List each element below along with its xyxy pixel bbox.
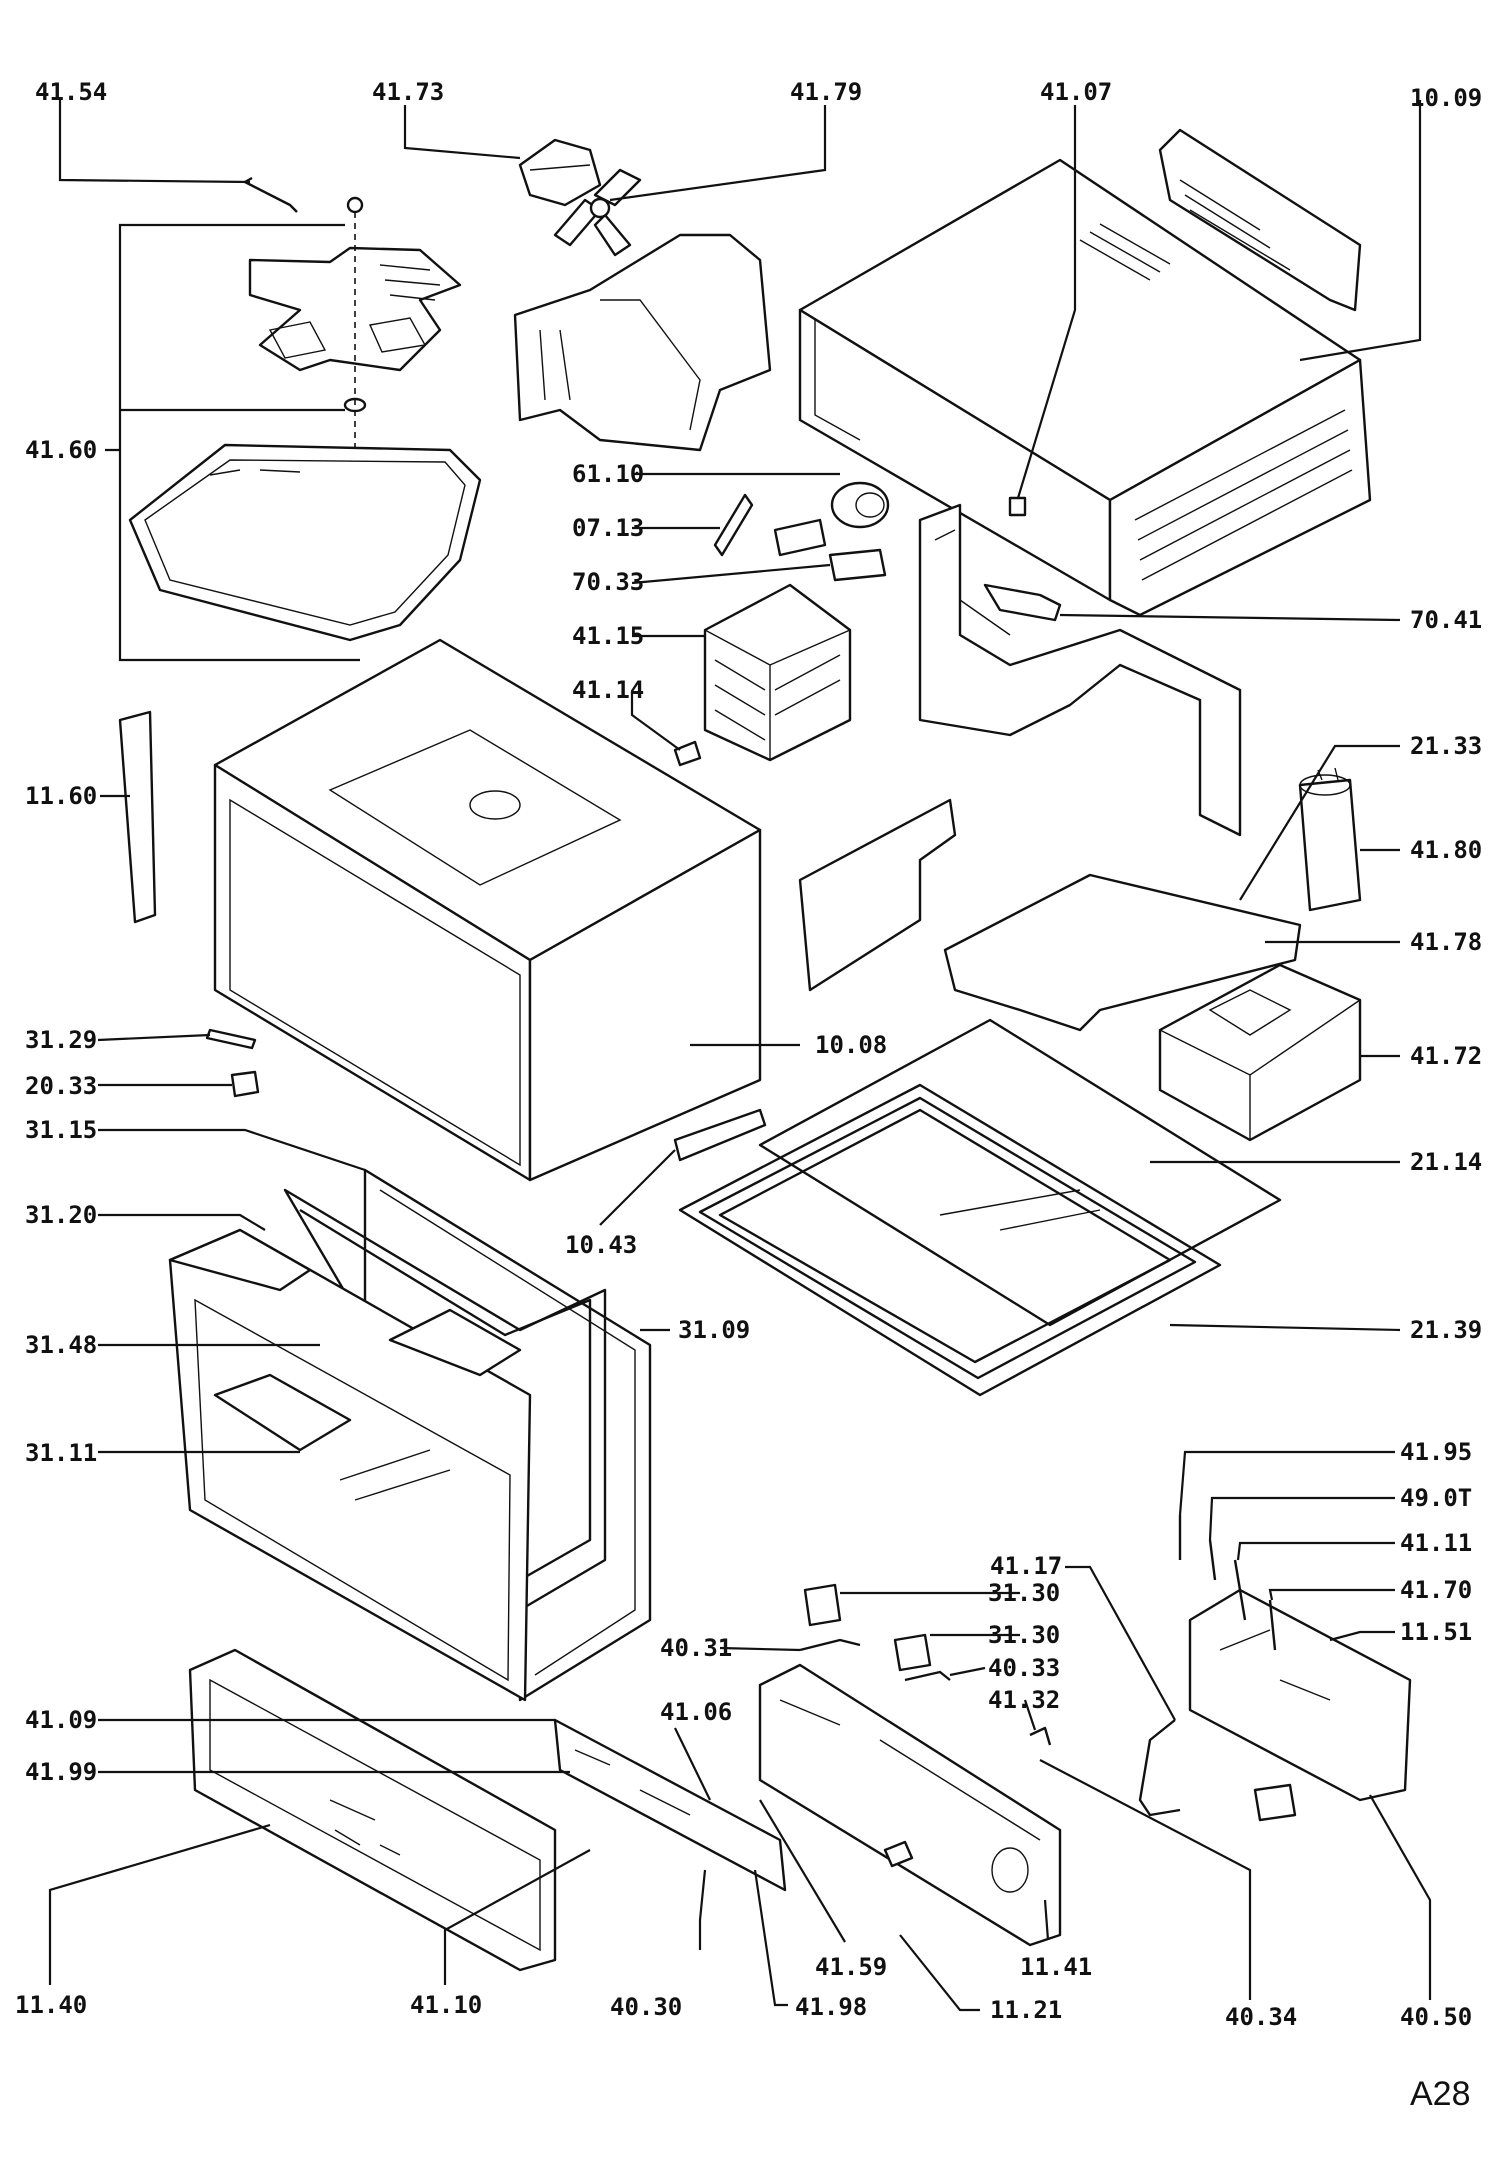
- callout-label-41-79: 41.79: [790, 78, 862, 106]
- callout-label-07-13: 07.13: [572, 514, 644, 542]
- callout-label-70-33: 70.33: [572, 568, 644, 596]
- part-41-60-turntable-assembly: [128, 196, 482, 642]
- callout-label-10-08: 10.08: [815, 1031, 887, 1059]
- callout-label-31-48: 31.48: [25, 1331, 97, 1359]
- callout-label-49-07: 49.0T: [1400, 1484, 1472, 1512]
- part-labels: 41.54 41.73 41.79 41.07 10.09 41.60 61.10 07.13…: [15, 78, 1482, 2031]
- part-40-31-wire: [799, 1638, 861, 1652]
- callout-label-31-09: 31.09: [678, 1316, 750, 1344]
- callout-label-31-30b: 31.30: [988, 1621, 1060, 1649]
- callout-label-11-40: 11.40: [15, 1991, 87, 2019]
- callout-label-41-10: 41.10: [410, 1991, 482, 2019]
- part-11-41-chassis: [758, 1663, 1062, 1947]
- callout-label-11-60: 11.60: [25, 782, 97, 810]
- callout-label-41-11: 41.11: [1400, 1529, 1472, 1557]
- callout-label-40-34: 40.34: [1225, 2003, 1297, 2031]
- part-49-07-fuse: [1208, 1539, 1217, 1581]
- part-air-duct: [513, 233, 772, 452]
- part-11-60-side-strip: [118, 710, 157, 924]
- callout-label-40-50: 40.50: [1400, 2003, 1472, 2031]
- callout-label-40-30: 40.30: [610, 1993, 682, 2021]
- callout-label-21-14: 21.14: [1410, 1148, 1482, 1176]
- part-31-30-switch-b: [893, 1633, 932, 1672]
- callout-label-10-09: 10.09: [1410, 84, 1482, 112]
- callout-label-31-30a: 31.30: [988, 1579, 1060, 1607]
- part-31-30-switch-a: [803, 1583, 842, 1627]
- callout-label-41-32: 41.32: [988, 1686, 1060, 1714]
- callout-label-41-09: 41.09: [25, 1706, 97, 1734]
- part-41-07-switch: [1008, 496, 1027, 517]
- leader-lines: [48, 100, 1432, 2012]
- part-11-51-board: [1188, 1588, 1412, 1802]
- callout-label-41-54: 41.54: [35, 78, 107, 106]
- part-41-32-clip: [1029, 1726, 1052, 1746]
- callout-label-11-51: 11.51: [1400, 1618, 1472, 1646]
- callout-label-31-15: 31.15: [25, 1116, 97, 1144]
- callout-label-10-43: 10.43: [565, 1231, 637, 1259]
- callout-label-41-07: 41.07: [1040, 78, 1112, 106]
- callout-label-70-41: 70.41: [1410, 606, 1482, 634]
- part-41-79-fan-blade: [553, 168, 642, 257]
- callout-label-41-06: 41.06: [660, 1698, 732, 1726]
- part-20-33-block: [230, 1070, 260, 1098]
- part-41-73-fan-motor: [518, 138, 602, 207]
- callout-label-41-14: 41.14: [572, 676, 644, 704]
- callout-label-40-31: 40.31: [660, 1634, 732, 1662]
- callout-label-11-41: 11.41: [1020, 1953, 1092, 1981]
- callout-label-41-72: 41.72: [1410, 1042, 1482, 1070]
- callout-label-11-21: 11.21: [990, 1996, 1062, 2024]
- part-31-29-bar: [205, 1028, 257, 1050]
- part-10-43-channel: [673, 1108, 767, 1162]
- callout-label-41-99: 41.99: [25, 1758, 97, 1786]
- part-10-09-back-panel: [1158, 128, 1362, 312]
- callout-label-20-33: 20.33: [25, 1072, 97, 1100]
- callout-label-31-20: 31.20: [25, 1201, 97, 1229]
- part-10-08-oven-cavity: [213, 638, 762, 1182]
- part-41-72-transformer: [1158, 963, 1362, 1142]
- callout-label-21-33: 21.33: [1410, 732, 1482, 760]
- part-21-33-sheet: [943, 873, 1302, 1032]
- callout-label-40-33: 40.33: [988, 1654, 1060, 1682]
- part-41-80-capacitor: [1298, 767, 1362, 912]
- part-41-14-thermostat: [673, 740, 702, 767]
- part-70-41-lamp-holder: [983, 583, 1062, 622]
- part-11-40-control-panel: [188, 1648, 557, 1972]
- callout-label-41-60: 41.60: [25, 436, 97, 464]
- part-41-70-relay: [1268, 1599, 1277, 1651]
- part-41-15-magnetron: [703, 583, 852, 762]
- callout-label-41-73: 41.73: [372, 78, 444, 106]
- part-70-33-lamp: [773, 518, 887, 582]
- part-10-09-outer-cabinet: [798, 158, 1372, 617]
- part-21-39-frame: [678, 1083, 1222, 1397]
- part-41-54-clip: [244, 176, 298, 213]
- callout-label-41-95: 41.95: [1400, 1438, 1472, 1466]
- callout-label-41-59: 41.59: [815, 1953, 887, 1981]
- part-bottom-bracket: [798, 798, 957, 992]
- part-11-21-pad: [883, 1840, 914, 1868]
- callout-label-41-70: 41.70: [1400, 1576, 1472, 1604]
- part-61-10-motor: [830, 481, 890, 529]
- part-31-11-door-panel: [168, 1228, 532, 1702]
- callout-label-21-39: 21.39: [1410, 1316, 1482, 1344]
- part-drawings: [118, 128, 1412, 1972]
- page-code: A28: [1410, 2075, 1471, 2113]
- callout-label-41-98: 41.98: [795, 1993, 867, 2021]
- callout-label-41-17: 41.17: [990, 1552, 1062, 1580]
- part-41-09-pcb: [553, 1718, 787, 1892]
- part-41-17-coil: [1138, 1719, 1181, 1817]
- callout-label-41-78: 41.78: [1410, 928, 1482, 956]
- part-40-50-bracket: [1253, 1783, 1297, 1822]
- callout-label-41-80: 41.80: [1410, 836, 1482, 864]
- callout-label-61-10: 61.10: [572, 460, 644, 488]
- part-07-13-bracket: [713, 493, 754, 557]
- callout-label-31-29: 31.29: [25, 1026, 97, 1054]
- callout-label-41-15: 41.15: [572, 622, 644, 650]
- part-waveguide-bracket: [918, 503, 1242, 837]
- part-41-11-connector: [1233, 1559, 1247, 1621]
- callout-label-31-11: 31.11: [25, 1439, 97, 1467]
- part-40-33-wire: [904, 1670, 951, 1682]
